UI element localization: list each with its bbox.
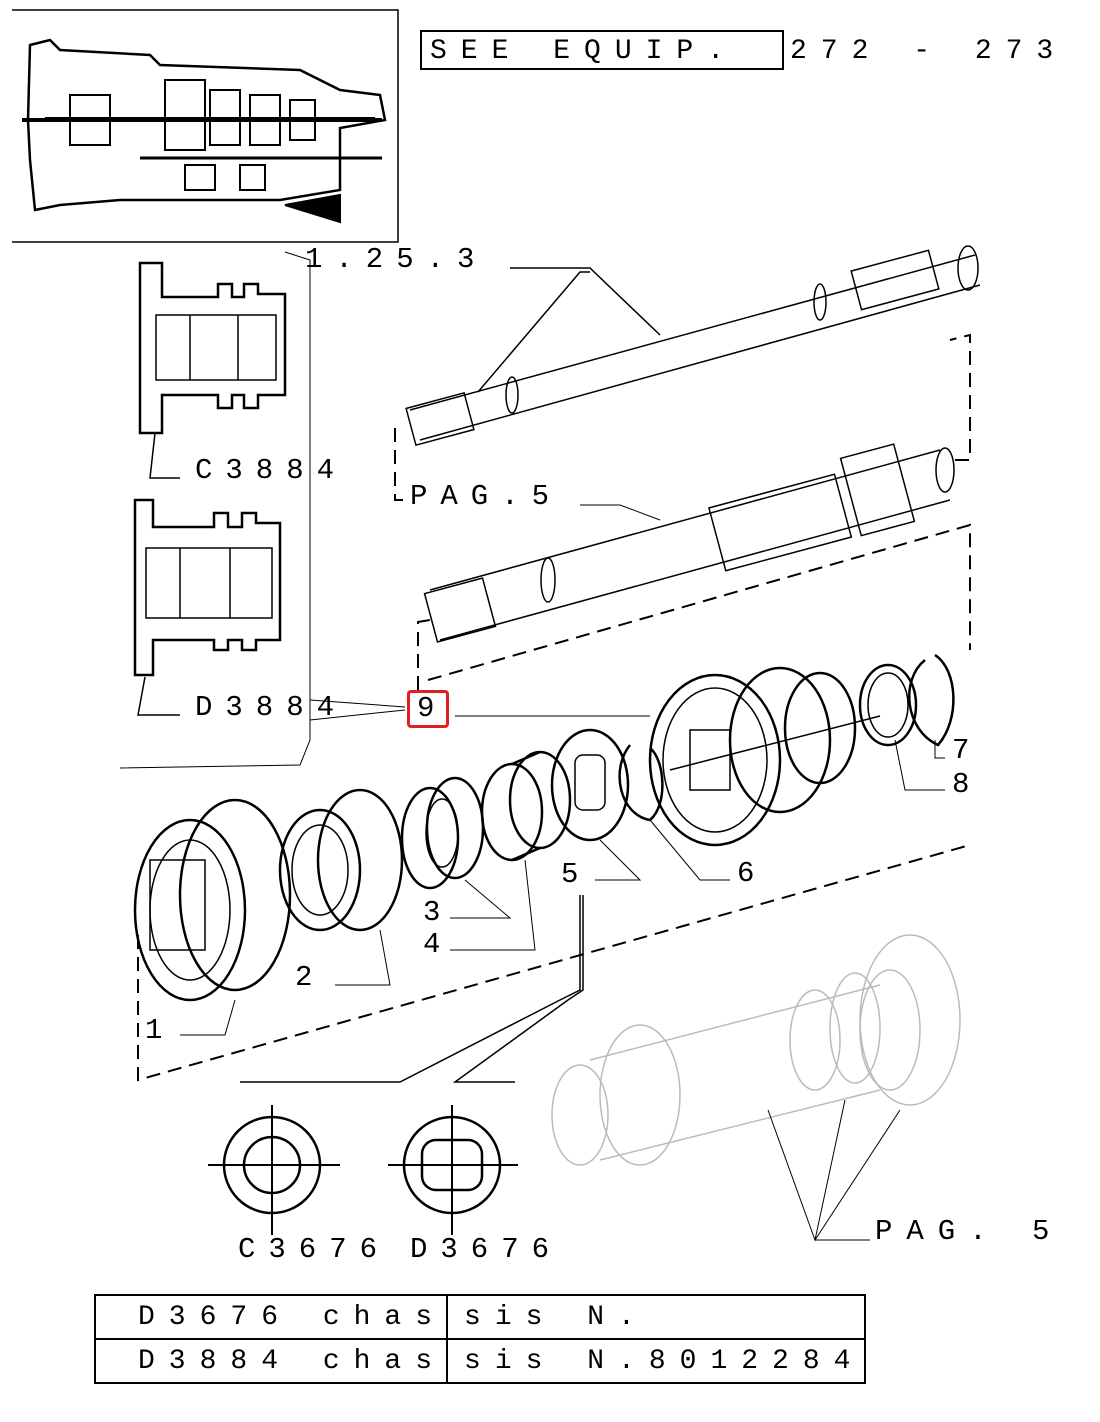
housing-d3884-icon <box>133 498 282 716</box>
variant-c3676: C3676 <box>238 1233 391 1266</box>
middle-shaft <box>423 443 955 643</box>
callout-7[interactable]: 7 <box>952 734 970 767</box>
callout-8[interactable]: 8 <box>952 768 970 801</box>
transmission-thumbnail-icon <box>12 9 399 243</box>
page-ref-lower: PAG. 5 <box>875 1215 1064 1248</box>
chassis-variant-cell: D3676 chas <box>93 1294 449 1340</box>
circlip-6 <box>618 744 664 822</box>
variant-d3676: D3676 <box>410 1233 563 1266</box>
variant-d3884: D3884 <box>195 691 348 724</box>
callout-3[interactable]: 3 <box>423 896 441 929</box>
upper-shaft <box>405 245 981 447</box>
variant-c3884: C3884 <box>195 454 348 487</box>
section-ref: 1.25.3 <box>305 243 488 276</box>
callout-6[interactable]: 6 <box>737 857 755 890</box>
callout-9-highlight <box>407 690 449 728</box>
needle-bearing-3 <box>400 776 485 890</box>
chassis-table: D3676 chas sis N. D3884 chas sis N.80122… <box>93 1294 867 1384</box>
chassis-number-cell: sis N.8012284 <box>446 1338 867 1384</box>
gear-cluster-6 <box>648 666 881 847</box>
gear-2 <box>278 788 404 932</box>
table-row: D3884 chas sis N.8012284 <box>93 1338 867 1384</box>
synchro-hub-1 <box>133 798 292 1002</box>
snap-ring-8 <box>858 663 918 747</box>
circlip-7 <box>908 653 955 747</box>
lower-shaft-assembly <box>551 934 961 1166</box>
page-ref-upper: PAG.5 <box>410 480 563 513</box>
bushing-4 <box>480 750 572 862</box>
callout-9[interactable]: 9 <box>417 692 435 725</box>
section-c3676-icon <box>208 1105 340 1235</box>
callout-5[interactable]: 5 <box>561 858 579 891</box>
section-d3676-icon <box>388 1105 518 1235</box>
equip-page-range: 272 - 273 <box>790 36 1068 67</box>
callout-1[interactable]: 1 <box>145 1014 163 1047</box>
chassis-number-cell: sis N. <box>446 1294 867 1340</box>
callout-2[interactable]: 2 <box>295 961 313 994</box>
housing-c3884-icon <box>138 261 287 479</box>
see-equip-box <box>420 30 784 70</box>
see-equip-label: SEE EQUIP. <box>430 36 739 67</box>
table-row: D3676 chas sis N. <box>93 1294 867 1340</box>
chassis-variant-cell: D3884 chas <box>93 1338 449 1384</box>
washer-5 <box>550 728 630 842</box>
callout-4[interactable]: 4 <box>423 928 441 961</box>
